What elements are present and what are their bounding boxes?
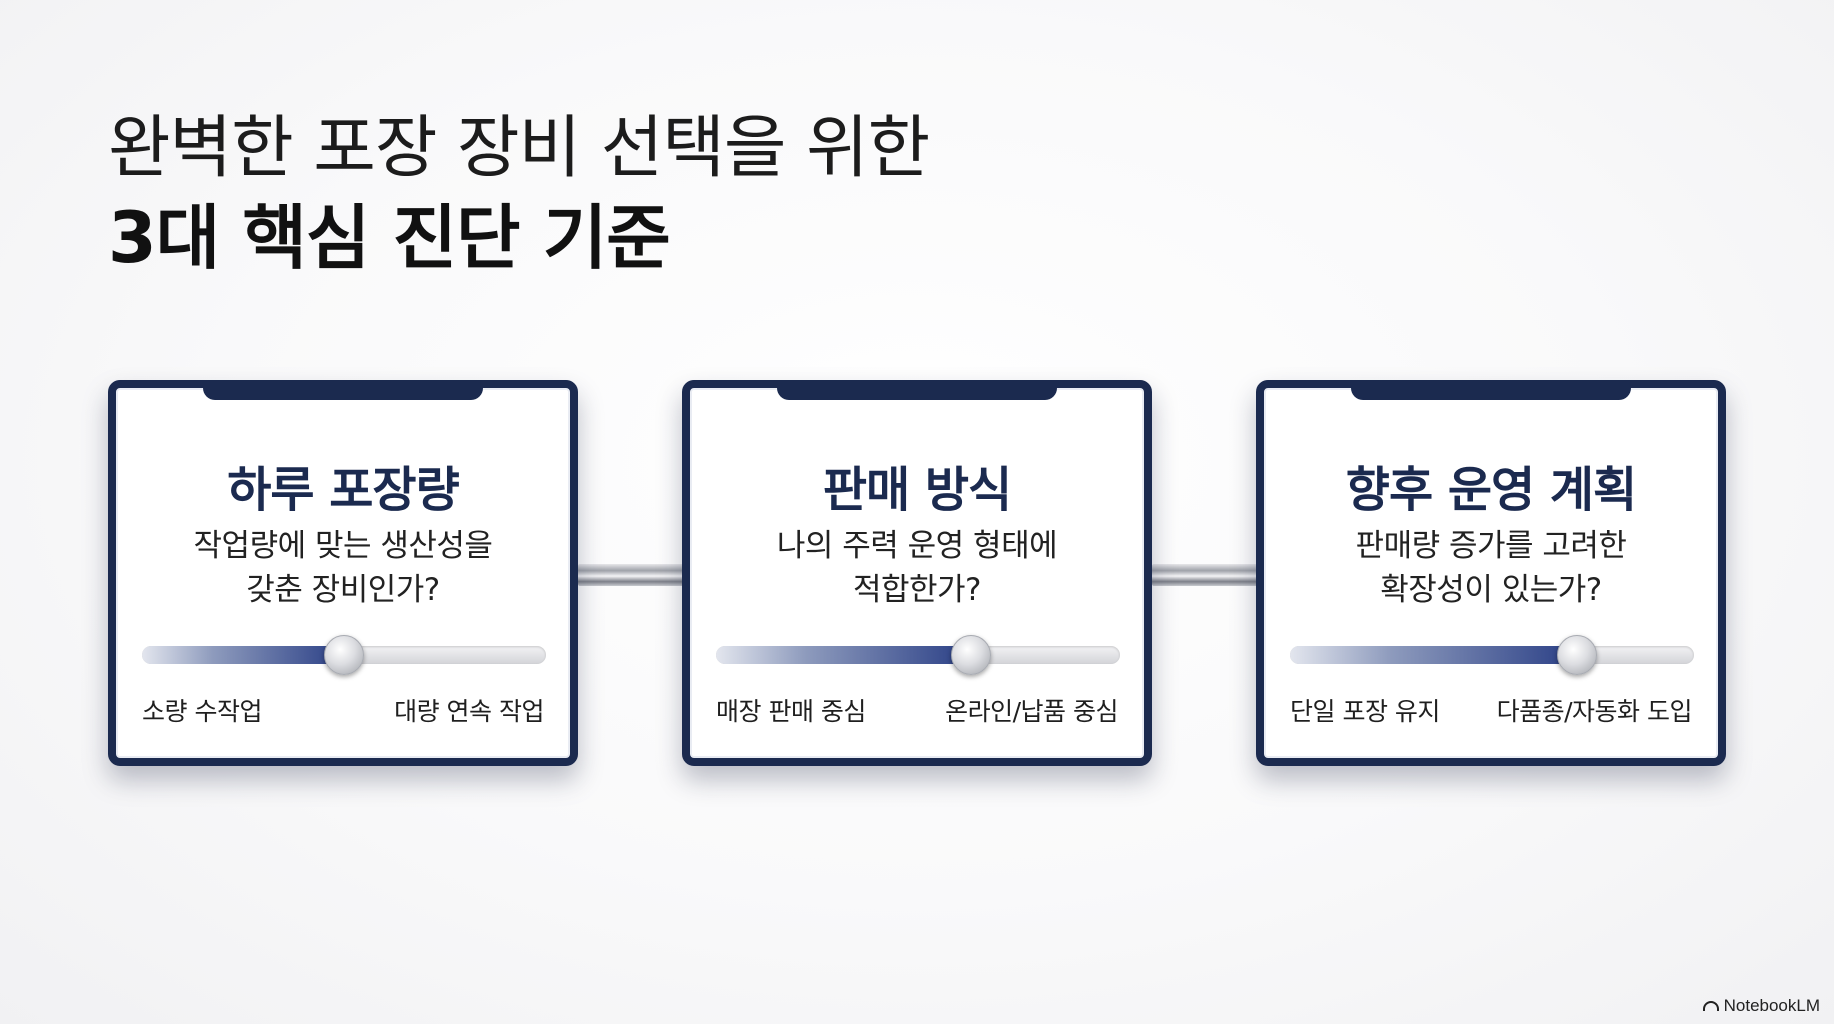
brand-label: NotebookLM — [1723, 996, 1820, 1015]
card-question-line1: 판매량 증가를 고려한 — [1355, 528, 1627, 564]
connector-bar-2 — [1152, 564, 1260, 586]
card-question-line1: 작업량에 맞는 생산성을 — [193, 528, 493, 564]
card-title: 판매 방식 — [822, 462, 1012, 518]
card-question-line1: 나의 주력 운영 형태에 — [776, 528, 1058, 564]
scale-label-left: 매장 판매 중심 — [716, 697, 866, 726]
scale-label-right: 온라인/납품 중심 — [945, 697, 1118, 726]
slider-knob[interactable] — [1556, 635, 1597, 675]
scale-label-left: 소량 수작업 — [142, 697, 262, 726]
card-title: 향후 운영 계획 — [1345, 462, 1637, 518]
slide-title-line2: 3대 핵심 진단 기준 — [108, 197, 671, 279]
connector-bar-1 — [578, 564, 686, 586]
slider-knob[interactable] — [324, 635, 364, 675]
criterion-card-daily-volume: 하루 포장량 작업량에 맞는 생산성을 갖춘 장비인가? 소량 수작업 대량 연… — [108, 380, 578, 766]
slide-title-line1: 완벽한 포장 장비 선택을 위한 — [108, 109, 930, 188]
card-question-line2: 확장성이 있는가? — [1380, 572, 1602, 608]
card-question-line2: 적합한가? — [852, 572, 982, 608]
card-tab — [1351, 380, 1631, 400]
slider-fill — [716, 646, 971, 664]
slider-track[interactable] — [1290, 646, 1694, 664]
criterion-card-future-plan: 향후 운영 계획 판매량 증가를 고려한 확장성이 있는가? 단일 포장 유지 … — [1256, 380, 1726, 766]
card-question: 작업량에 맞는 생산성을 갖춘 장비인가? — [116, 524, 570, 612]
card-title: 하루 포장량 — [227, 462, 460, 518]
card-question: 나의 주력 운영 형태에 적합한가? — [690, 524, 1144, 612]
slider-fill — [142, 646, 344, 664]
brand-watermark: NotebookLM — [1702, 996, 1820, 1016]
notebooklm-logo-icon — [1702, 1001, 1719, 1011]
criterion-card-sales-method: 판매 방식 나의 주력 운영 형태에 적합한가? 매장 판매 중심 온라인/납품… — [682, 380, 1152, 766]
slider-fill — [1290, 646, 1577, 664]
card-tab — [203, 380, 483, 400]
scale-label-right: 다품종/자동화 도입 — [1496, 697, 1693, 726]
card-tab — [777, 380, 1057, 400]
scale-label-left: 단일 포장 유지 — [1290, 697, 1440, 726]
card-question-line2: 갖춘 장비인가? — [246, 572, 440, 608]
card-question: 판매량 증가를 고려한 확장성이 있는가? — [1264, 524, 1718, 612]
scale-label-right: 대량 연속 작업 — [394, 697, 544, 726]
slider-knob[interactable] — [950, 635, 991, 675]
slider-track[interactable] — [716, 646, 1120, 664]
